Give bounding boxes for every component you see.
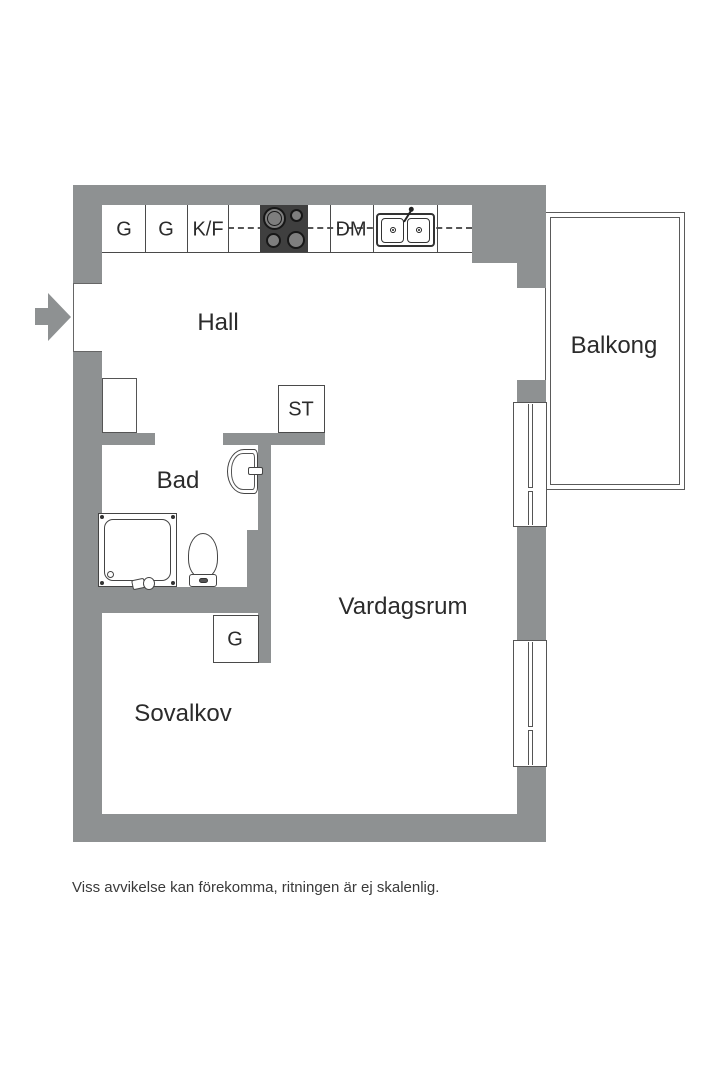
burner-icon <box>287 231 305 249</box>
hall-closet-label: ST <box>288 398 314 421</box>
burner-icon <box>290 209 303 222</box>
sovalkov-closet <box>213 615 259 663</box>
room-label-hall: Hall <box>197 309 239 336</box>
entry-arrow-icon <box>48 293 71 341</box>
kitchen-cell-divider <box>145 205 146 253</box>
balcony-inner-outline <box>550 217 680 485</box>
window-symbol <box>513 640 547 767</box>
wall-top <box>73 185 546 205</box>
sink-basin-right <box>407 218 430 243</box>
wall-bath-top-left <box>102 433 155 445</box>
shower-corner-dot <box>171 581 175 585</box>
kitchen-cabinet-label: G <box>116 218 132 241</box>
wall-top-right-block <box>472 205 546 263</box>
shower-icon <box>98 513 177 591</box>
dishwasher-label: DM <box>335 218 367 241</box>
shower-tray <box>104 519 171 581</box>
room-label-vardagsrum: Vardagsrum <box>338 593 468 620</box>
wall-right-below-balcony-door <box>517 380 546 402</box>
bathroom-door-leaf <box>102 378 137 433</box>
wall-bottom <box>73 814 546 842</box>
shower-corner-dot <box>171 515 175 519</box>
kitchen-cabinet-label: G <box>158 218 174 241</box>
disclaimer-text: Viss avvikelse kan förekomma, ritningen … <box>72 879 440 896</box>
window-glass-line <box>528 642 533 765</box>
wall-sovalkov-top <box>73 587 270 613</box>
kitchen-cell-divider <box>330 205 331 253</box>
shower-mixer-icon <box>143 577 155 590</box>
sink-basin-left <box>381 218 404 243</box>
shower-corner-dot <box>100 581 104 585</box>
kitchen-cell-divider <box>187 205 188 253</box>
wall-bath-right-widening <box>247 530 271 587</box>
entry-door-opening <box>73 283 102 352</box>
window-sash-joint <box>528 726 533 731</box>
sovalkov-closet-label: G <box>227 628 243 651</box>
shower-corner-dot <box>100 515 104 519</box>
entry-arrow-icon <box>35 308 48 325</box>
kitchen-cell-divider <box>228 205 229 253</box>
kitchen-cell-divider <box>373 205 374 253</box>
sink-icon <box>376 208 435 247</box>
fridge-freezer-label: K/F <box>192 218 224 241</box>
room-label-balkong: Balkong <box>570 332 658 359</box>
wall-left-main <box>73 352 102 814</box>
kitchen-counter-dashed-line <box>228 227 472 229</box>
shower-drain-icon <box>107 571 114 578</box>
burner-icon <box>267 211 282 226</box>
window-glass-line <box>528 404 533 525</box>
room-label-bad: Bad <box>156 467 200 494</box>
hall-closet <box>278 385 325 433</box>
kitchen-counter-front-line <box>102 252 472 253</box>
wash-basin-tap-icon <box>248 467 263 475</box>
wall-left-top <box>73 205 102 283</box>
room-label-sovalkov: Sovalkov <box>134 700 232 727</box>
toilet-button <box>199 578 208 583</box>
toilet-icon <box>188 533 218 578</box>
sink-drain-icon <box>390 227 396 233</box>
stove-icon <box>260 205 308 252</box>
balcony-outline <box>545 212 685 490</box>
wall-bath-top-right <box>223 433 325 445</box>
wall-right-above-balcony-door <box>517 263 546 288</box>
kitchen-cell-divider <box>437 205 438 253</box>
toilet-tank <box>189 574 217 587</box>
window-symbol <box>513 402 547 527</box>
sink-drain-icon <box>416 227 422 233</box>
burner-icon <box>266 233 281 248</box>
window-sash-joint <box>528 487 533 492</box>
wall-right-between-windows <box>517 527 546 640</box>
